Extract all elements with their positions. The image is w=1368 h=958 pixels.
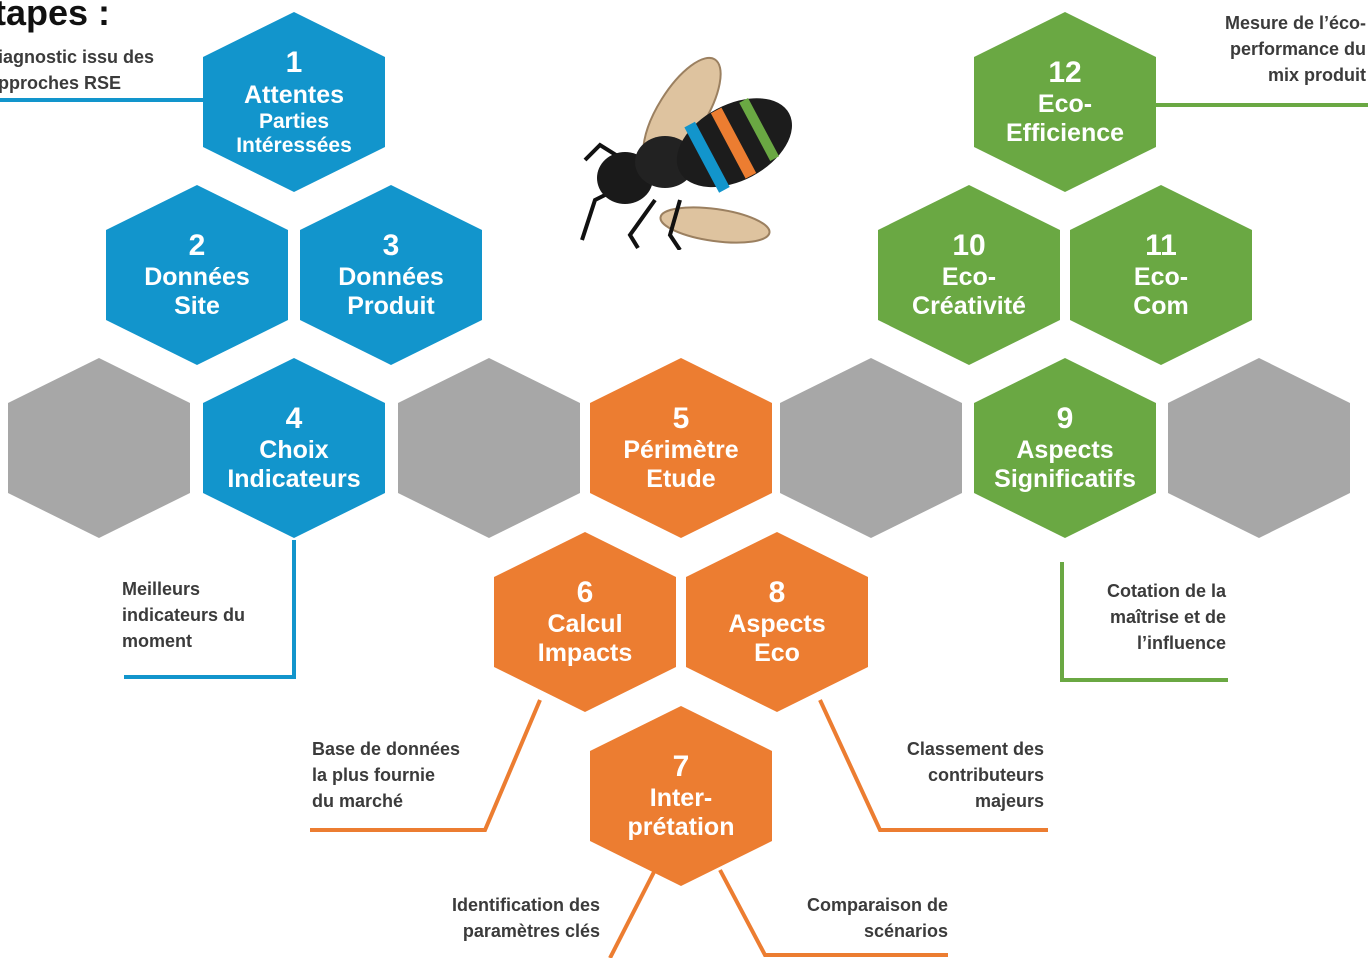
step-label: Eco- <box>941 263 997 292</box>
step-number: 12 <box>1048 55 1082 89</box>
step-3-hex: 3 Données Produit <box>300 185 482 365</box>
annotation-line: maîtrise et de <box>1109 607 1226 628</box>
connector-indicateurs <box>124 540 296 679</box>
page-title: tapes : <box>0 0 111 33</box>
step-label: Produit <box>347 292 435 321</box>
step-number: 4 <box>285 401 303 435</box>
step-label: Impacts <box>537 639 633 668</box>
annotation-line: Base de données <box>312 739 461 759</box>
step-label: Efficience <box>1005 119 1125 148</box>
step-number: 8 <box>768 575 786 609</box>
step-label: Etude <box>646 465 716 494</box>
annotation-identification: Identification des paramètres clés <box>452 892 600 944</box>
step-label: Inter- <box>649 784 713 813</box>
annotation-line: Identification des <box>451 895 600 915</box>
annotation-line: pproches RSE <box>0 73 122 94</box>
step-number: 5 <box>672 401 690 435</box>
step-label: Com <box>1133 292 1189 321</box>
step-label: Données <box>144 263 250 292</box>
bee-icon <box>580 56 792 250</box>
annotation-line: moment <box>122 631 193 652</box>
annotation-diagnostic: iagnostic issu des pproches RSE <box>0 44 154 96</box>
connector-base <box>310 699 542 832</box>
annotation-mesure: Mesure de l’éco- performance du mix prod… <box>1225 10 1366 88</box>
step-label: Choix <box>259 436 329 465</box>
step-number: 11 <box>1145 228 1177 262</box>
annotation-line: la plus fournie <box>312 765 436 786</box>
step-number: 10 <box>952 228 986 262</box>
step-label: Eco- <box>1037 90 1093 119</box>
gray-hex <box>1168 358 1350 538</box>
annotation-line: Classement des <box>906 739 1044 759</box>
connector-cotation <box>1060 562 1228 682</box>
annotation-line: indicateurs du <box>122 605 246 626</box>
step-number: 6 <box>576 575 594 609</box>
step-label: Attentes <box>243 80 344 109</box>
annotation-line: scénarios <box>863 921 948 942</box>
annotation-line: iagnostic issu des <box>0 47 155 67</box>
step-number: 1 <box>285 45 303 79</box>
annotation-classement: Classement des contributeurs majeurs <box>907 736 1044 814</box>
step-label: Aspects <box>728 610 826 639</box>
step-number: 3 <box>382 228 400 262</box>
connector-identification <box>608 869 657 958</box>
annotation-base: Base de données la plus fournie du march… <box>312 736 460 814</box>
step-label: Eco- <box>1133 263 1189 292</box>
annotation-line: Mesure de l’éco- <box>1224 13 1366 33</box>
annotation-line: performance du <box>1229 39 1366 60</box>
step-label: Aspects <box>1016 436 1114 465</box>
annotation-indicateurs: Meilleurs indicateurs du moment <box>122 576 245 654</box>
step-sublabel: Intéressées <box>236 133 352 157</box>
step-label: prétation <box>627 813 735 842</box>
step-number: 9 <box>1056 401 1074 435</box>
step-label: Significatifs <box>994 465 1136 494</box>
step-sublabel: Parties <box>258 109 330 133</box>
annotation-line: du marché <box>312 791 404 812</box>
annotation-cotation: Cotation de la maîtrise et de l’influenc… <box>1107 578 1226 656</box>
step-number: 7 <box>672 749 690 783</box>
annotation-line: majeurs <box>974 791 1044 812</box>
annotation-line: mix produit <box>1268 65 1366 86</box>
annotation-line: l’influence <box>1136 633 1226 654</box>
annotation-line: paramètres clés <box>462 921 600 942</box>
connector-comparaison <box>718 869 948 957</box>
annotation-comparaison: Comparaison de scénarios <box>807 892 948 944</box>
step-label: Créativité <box>912 292 1026 321</box>
annotation-line: Comparaison de <box>806 895 948 915</box>
step-label: Site <box>174 292 220 321</box>
step-label: Données <box>338 263 444 292</box>
annotation-line: contributeurs <box>927 765 1044 786</box>
annotation-line: Cotation de la <box>1106 581 1226 601</box>
step-number: 2 <box>188 228 206 262</box>
annotation-line: Meilleurs <box>122 579 201 599</box>
connector-classement <box>818 699 1048 832</box>
step-label: Périmètre <box>623 436 739 465</box>
step-label: Indicateurs <box>227 465 361 494</box>
step-label: Calcul <box>547 610 623 639</box>
step-11-hex: 11 Eco- Com <box>1070 185 1252 365</box>
step-label: Eco <box>754 639 800 668</box>
